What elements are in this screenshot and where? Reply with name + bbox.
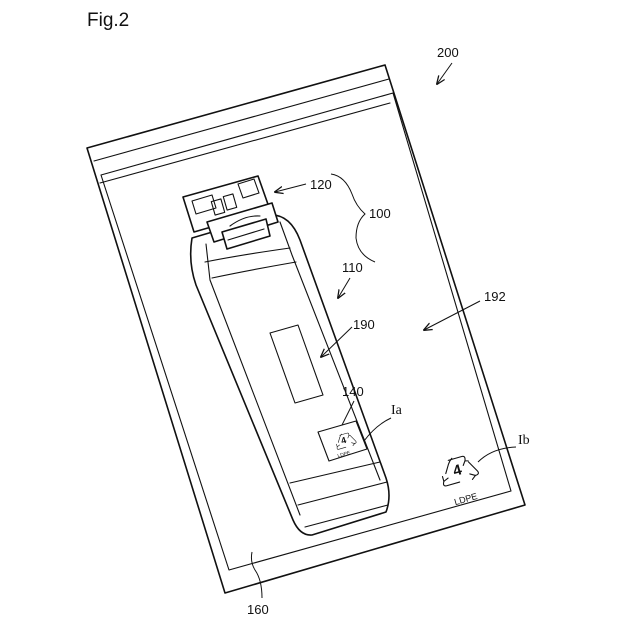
ref-100: 100	[369, 206, 391, 221]
ref-140: 140	[342, 384, 364, 399]
leader-160	[251, 552, 262, 598]
ref-ia: Ia	[391, 403, 403, 418]
figure-title: Fig.2	[87, 10, 129, 31]
leader-120	[275, 184, 306, 192]
cartridge: 4 LDPE	[183, 176, 389, 535]
ref-160: 160	[247, 602, 269, 617]
ref-190: 190	[353, 317, 375, 332]
ref-120: 120	[310, 177, 332, 192]
ref-200: 200	[437, 45, 459, 60]
large-recycle-material: LDPE	[453, 491, 478, 507]
leader-200	[437, 63, 452, 84]
ref-192: 192	[484, 289, 506, 304]
ref-110: 110	[342, 260, 363, 275]
leader-192	[424, 301, 480, 330]
ref-ib: Ib	[518, 433, 530, 448]
large-recycle-symbol: 4 LDPE	[437, 452, 479, 507]
large-recycle-number: 4	[451, 461, 464, 480]
leader-110	[338, 278, 350, 298]
